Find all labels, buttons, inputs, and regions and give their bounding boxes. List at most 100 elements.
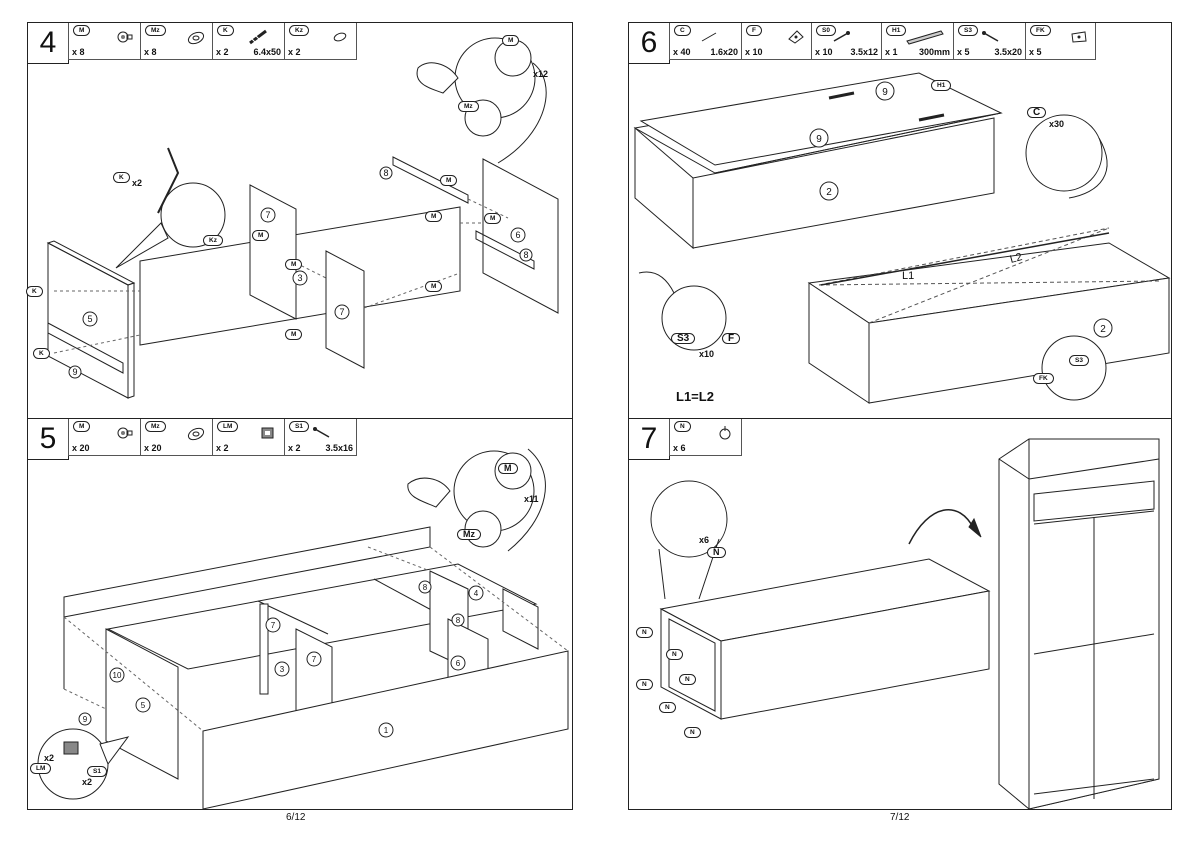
cam-lock-icon <box>117 31 133 43</box>
k-label-2: K <box>33 348 50 359</box>
m-callout-tag: M <box>498 463 518 474</box>
s1-callout-count: x2 <box>82 777 93 787</box>
m-label-4: M <box>425 211 443 222</box>
part-h1: H1 x 1 300mm <box>881 23 953 59</box>
m-label-2: M <box>285 259 303 270</box>
h1-callout-tag: H1 <box>931 80 952 91</box>
part-code: N <box>674 421 691 432</box>
part-f: F x 10 <box>741 23 811 59</box>
lm-callout-tag: LM <box>30 763 52 774</box>
part-qty: x 8 <box>144 47 157 57</box>
step-7-drawing <box>650 438 1160 810</box>
svg-text:3: 3 <box>280 665 285 674</box>
glide-tag-6: N <box>684 727 701 738</box>
confirmat-screw-icon <box>249 29 267 45</box>
m-callout-count: x12 <box>533 69 549 79</box>
step-7-parts-table: N x 6 <box>669 419 742 456</box>
fk-callout-tag: FK <box>1033 373 1054 384</box>
part-size: 300mm <box>918 47 950 57</box>
right-page-number: 7/12 <box>890 812 910 823</box>
s3-callout-count: x10 <box>699 349 715 359</box>
part-size: 3.5x20 <box>994 47 1022 57</box>
kz-callout-tag: Kz <box>203 235 223 246</box>
svg-text:5: 5 <box>141 701 146 710</box>
part-qty: x 40 <box>673 47 691 57</box>
cam-cover-icon <box>187 427 205 441</box>
k-callout-tag: K <box>113 172 130 183</box>
cam-cover-icon <box>187 31 205 45</box>
k-callout-count: x2 <box>132 178 143 188</box>
part-s0: S0 x 10 3.5x12 <box>811 23 881 59</box>
part-s3: S3 x 5 3.5x20 <box>953 23 1025 59</box>
c-callout-tag: C <box>1027 107 1047 118</box>
part-k: K x 2 6.4x50 <box>212 23 284 59</box>
glide-icon <box>719 426 731 440</box>
svg-text:10: 10 <box>113 671 122 680</box>
part-code: Mz <box>145 421 166 432</box>
glide-tag-2: N <box>666 649 683 660</box>
m-callout-count: x11 <box>524 494 539 504</box>
board-2a: 2 <box>826 187 832 198</box>
step-4-panel: 4 M x 8 Mz x 8 K x 2 6.4x50 Kz x 2 <box>26 22 573 419</box>
board-8a: 8 <box>383 168 388 178</box>
part-size: 3.5x12 <box>850 47 878 57</box>
step-6-parts-table: C x 40 1.6x20 F x 10 S0 x 10 3.5x12 H1 x… <box>669 23 1096 60</box>
m-label-7: M <box>484 213 502 224</box>
m-label-3: M <box>285 329 303 340</box>
part-code: S3 <box>958 25 978 36</box>
glide-tag-3: N <box>679 674 696 685</box>
board-7a: 7 <box>265 210 270 220</box>
board-8b: 8 <box>523 250 528 260</box>
part-code: K <box>217 25 234 36</box>
part-mz: Mz x 8 <box>140 23 212 59</box>
board-9b: 9 <box>816 134 822 145</box>
part-qty: x 20 <box>72 443 90 453</box>
part-lm: LM x 2 <box>212 419 284 455</box>
step-4-drawing: 5 9 7 3 7 6 8 8 <box>46 37 559 399</box>
lm-callout-count: x2 <box>44 753 55 763</box>
part-code: M <box>73 421 91 432</box>
right-page: 6 C x 40 1.6x20 F x 10 S0 x 10 3.5x12 H1 <box>600 0 1200 849</box>
s3b-callout-tag: S3 <box>1069 355 1089 366</box>
step-5-drawing: 10 9 5 3 7 7 8 8 4 6 1 <box>37 448 569 810</box>
part-code: M <box>73 25 91 36</box>
part-qty: x 6 <box>673 443 686 453</box>
part-qty: x 5 <box>1029 47 1042 57</box>
part-m: M x 8 <box>68 23 140 59</box>
s3-callout-tag: S3 <box>671 333 696 344</box>
part-fk: FK x 5 <box>1025 23 1095 59</box>
part-qty: x 20 <box>144 443 162 453</box>
part-code: S1 <box>289 421 309 432</box>
board-3: 3 <box>297 273 302 283</box>
board-9: 9 <box>72 367 77 377</box>
dim-l2: L2 <box>1009 251 1024 266</box>
wood-screw-icon <box>313 427 330 438</box>
s1-callout-tag: S1 <box>87 766 107 777</box>
k-label-1: K <box>26 286 43 297</box>
mz-callout-tag: Mz <box>458 101 479 112</box>
rail-icon <box>906 30 944 45</box>
m-label-6: M <box>440 175 458 186</box>
part-m: M x 20 <box>68 419 140 455</box>
board-6: 6 <box>515 230 520 240</box>
part-code: C <box>674 25 691 36</box>
screw-cap-icon <box>333 32 347 42</box>
part-qty: x 2 <box>216 443 229 453</box>
step-7-panel: 7 N x 6 <box>628 418 1172 810</box>
dim-l1: L1 <box>902 270 914 282</box>
part-qty: x 8 <box>72 47 85 57</box>
part-qty: x 10 <box>815 47 833 57</box>
part-mz: Mz x 20 <box>140 419 212 455</box>
part-qty: x 5 <box>957 47 970 57</box>
part-code: S0 <box>816 25 836 36</box>
board-9a: 9 <box>882 87 888 98</box>
part-qty: x 2 <box>216 47 229 57</box>
left-page-number: 6/12 <box>286 812 306 823</box>
part-size: 1.6x20 <box>710 47 738 57</box>
svg-text:7: 7 <box>271 621 276 630</box>
svg-text:9: 9 <box>83 715 88 724</box>
part-s1: S1 x 2 3.5x16 <box>284 419 356 455</box>
part-qty: x 2 <box>288 443 301 453</box>
wood-screw-icon <box>833 31 850 42</box>
part-code: F <box>746 25 762 36</box>
